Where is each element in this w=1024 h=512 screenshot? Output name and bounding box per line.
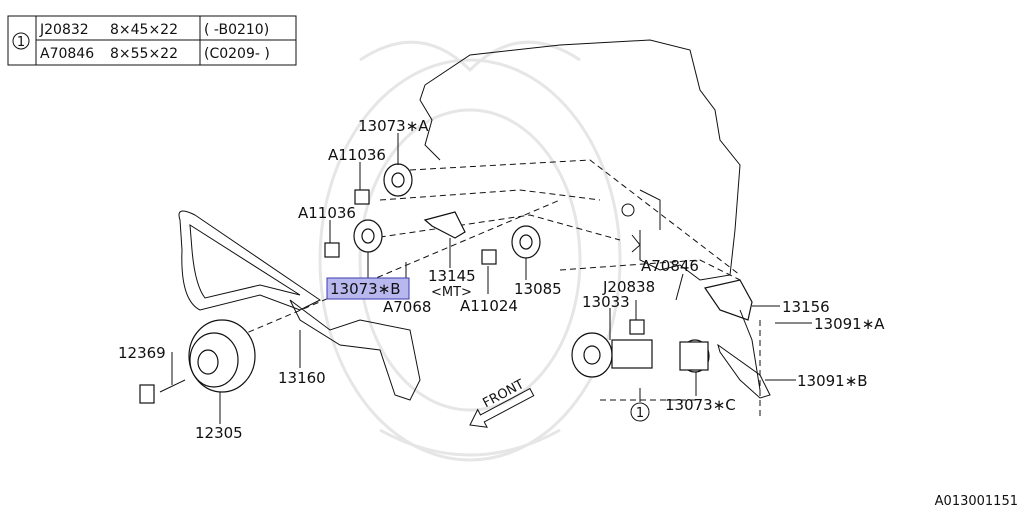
label-a11024: A11024 [460, 297, 518, 315]
cover-13091b [717, 343, 771, 399]
label-a11036-top: A11036 [328, 146, 386, 164]
bracket-13145 [423, 211, 466, 239]
watermark-crest [318, 40, 622, 462]
ref-circle-1: 1 [630, 402, 650, 422]
label-a70846: A70846 [641, 257, 699, 275]
idler-13085 [481, 225, 541, 265]
label-13073a: 13073∗A [358, 117, 429, 135]
label-13091b: 13091∗B [797, 372, 868, 390]
table-row-1-size: 8×45×22 [110, 22, 178, 38]
label-13085: 13085 [514, 280, 562, 298]
engine-block-outline [419, 39, 741, 281]
part-labels: 13073∗A A11036 A11036 13073∗B A7068 1314… [118, 117, 885, 442]
label-13073b-highlighted: 13073∗B [330, 280, 401, 298]
table-row-2-part: A70846 [40, 46, 94, 62]
idler-13073a [354, 163, 413, 205]
diagram-code: A013001151 [935, 494, 1018, 509]
table-row-2-size: 8×55×22 [110, 46, 178, 62]
svg-text:1: 1 [636, 406, 644, 421]
reference-table: 1 J20832 8×45×22 ( -B0210) A70846 8×55×2… [7, 15, 297, 66]
label-a11036-bottom: A11036 [298, 204, 356, 222]
table-ref-number: 1 [17, 35, 25, 50]
label-13033: 13033 [582, 293, 630, 311]
table-row-1-part: J20832 [39, 22, 89, 38]
idler-13073b [324, 219, 383, 258]
highlighted-part-box [326, 277, 410, 300]
timing-belt [178, 210, 421, 401]
table-row-2-range: (C0209- ) [204, 46, 270, 62]
bracket-13156 [704, 279, 761, 391]
crank-pulley [139, 319, 256, 404]
label-12369: 12369 [118, 344, 166, 362]
label-13145: 13145 [428, 267, 476, 285]
leader-lines [171, 133, 812, 424]
front-arrow: FRONT [469, 377, 535, 428]
tensioner-13033 [571, 319, 653, 378]
dashed-guides [229, 159, 761, 420]
label-13156: 13156 [782, 298, 830, 316]
label-a7068: A7068 [383, 298, 431, 316]
label-13160: 13160 [278, 369, 326, 387]
label-j20838: J20838 [602, 278, 655, 296]
table-row-1-range: ( -B0210) [204, 22, 269, 38]
label-mt: <MT> [431, 285, 472, 300]
label-13073c: 13073∗C [665, 396, 736, 414]
label-12305: 12305 [195, 424, 243, 442]
idler-13073c [679, 339, 710, 373]
label-13091a: 13091∗A [814, 315, 885, 333]
